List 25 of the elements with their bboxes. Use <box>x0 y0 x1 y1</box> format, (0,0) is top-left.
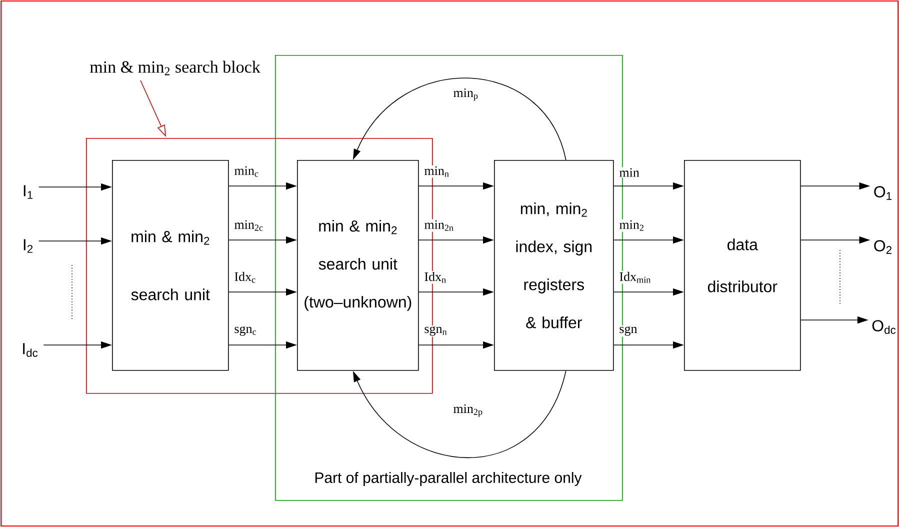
output-label: O$_{dc}$ <box>872 320 896 334</box>
output-label: O$_{1}$ <box>874 186 892 200</box>
process-box: min, min$_{2}$ index, sign registers & buffer <box>494 160 614 371</box>
input-label: I$_{2}$ <box>24 239 33 253</box>
edge-label: Idx$_{c}$ <box>233 270 258 284</box>
edge-label: min$_{2}$ <box>618 219 646 232</box>
edge-label: sgn$_{c}$ <box>233 325 258 337</box>
edge-label: min$_{p}$ <box>452 87 480 102</box>
edge-label: Idx$_{n}$ <box>423 270 448 284</box>
edge-label: min$_{2c}$ <box>233 219 265 232</box>
input-label: I$_{1}$ <box>24 185 33 199</box>
edge-label: min <box>618 167 640 178</box>
block-title: min & min$_{2}$ search block <box>90 60 260 76</box>
edge-label: min$_{2n}$ <box>423 219 456 232</box>
edge-label: Idx$_{min}$ <box>618 270 652 284</box>
edge-label: min$_{c}$ <box>233 165 260 178</box>
edge-label: min$_{2p}$ <box>452 403 484 418</box>
edge-label: sgn <box>618 325 638 337</box>
input-label: I$_{dc}$ <box>23 343 38 357</box>
process-box: min & min$_{2}$ search unit <box>112 160 229 371</box>
edge-label: sgn$_{n}$ <box>423 325 448 337</box>
output-label: O$_{2}$ <box>874 240 892 254</box>
process-box: min & min$_{2}$ search unit (two–unknown) <box>297 160 419 371</box>
process-box: data distributor <box>684 160 801 371</box>
edge-label: min$_{n}$ <box>423 165 450 178</box>
